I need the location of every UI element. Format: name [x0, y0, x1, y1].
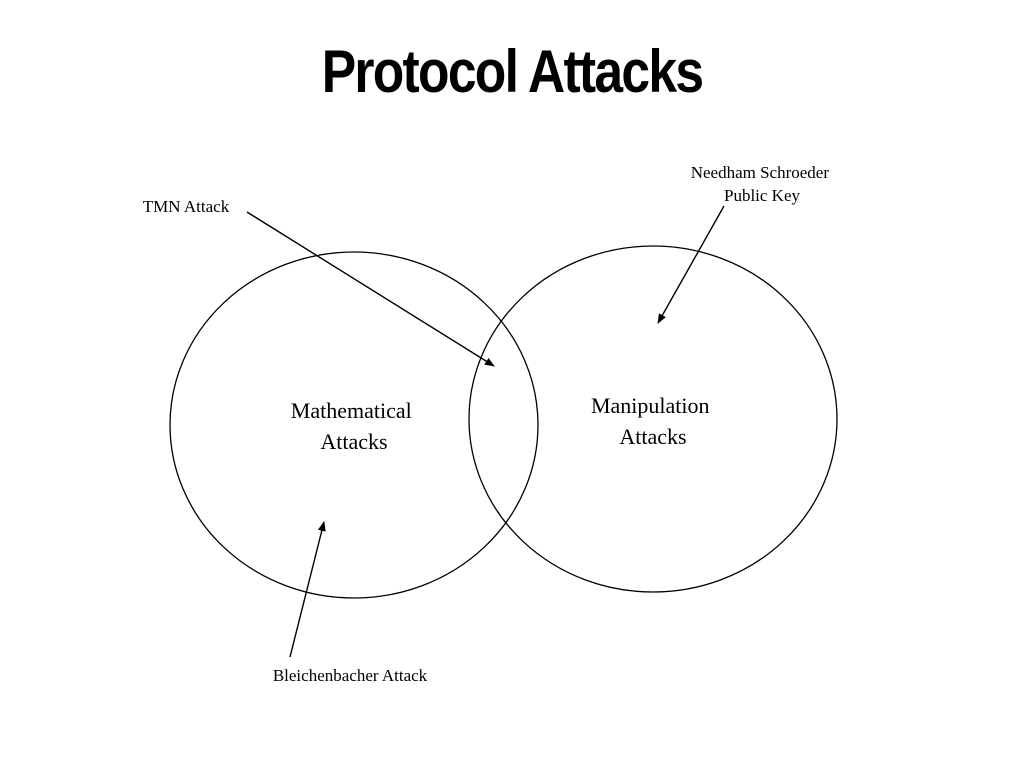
right-set-label: Manipulation Attacks: [591, 393, 715, 449]
bleichenbacher-attack-arrow: [289, 521, 326, 658]
left-set-label-line-1: Mathematical: [291, 398, 412, 423]
tmn-attack-label-line-1: TMN Attack: [143, 197, 230, 216]
right-set-label-line-1: Manipulation: [591, 393, 710, 418]
slide-title: Protocol Attacks: [321, 38, 704, 105]
needham-schroeder-label-line-1: Needham Schroeder: [691, 163, 830, 182]
left-set-label-line-2: Attacks: [320, 429, 387, 454]
needham-schroeder-label: Needham Schroeder Public Key: [691, 163, 834, 205]
tmn-attack-arrow: [246, 211, 495, 367]
needham-schroeder-label-line-2: Public Key: [724, 186, 801, 205]
tmn-attack-label: TMN Attack: [143, 197, 230, 216]
bleichenbacher-attack-label: Bleichenbacher Attack: [273, 666, 428, 685]
left-set-circle: [169, 251, 539, 599]
bleichenbacher-attack-label-line-1: Bleichenbacher Attack: [273, 666, 428, 685]
left-set-label: Mathematical Attacks: [291, 398, 417, 454]
right-set-circle: [468, 245, 838, 593]
needham-schroeder-arrow: [657, 205, 725, 324]
right-set-label-line-2: Attacks: [619, 424, 686, 449]
